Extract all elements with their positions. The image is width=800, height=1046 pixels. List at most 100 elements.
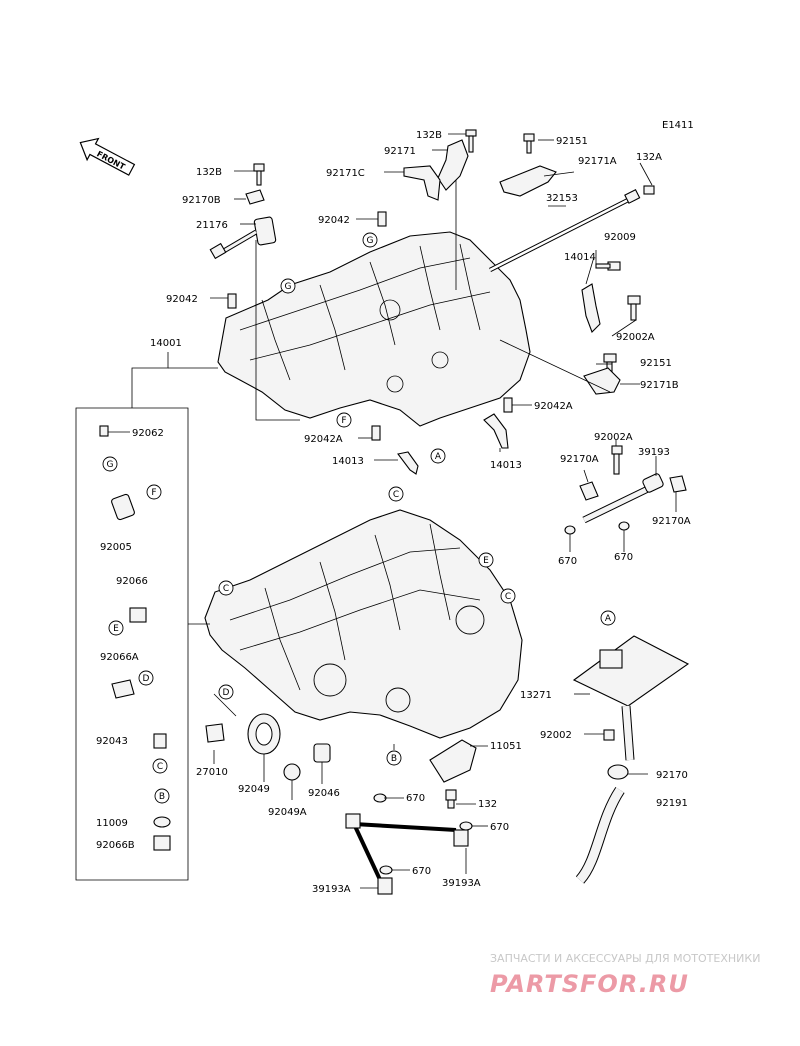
part-dowel-92042-b xyxy=(227,293,237,309)
ref-marker: D xyxy=(223,688,230,698)
part-label: 39193A xyxy=(442,878,481,889)
ref-marker: B xyxy=(159,792,165,802)
part-label: 21176 xyxy=(196,220,228,231)
part-plug-92066A xyxy=(111,679,135,699)
part-bolt-92002 xyxy=(603,729,615,741)
ref-marker: C xyxy=(223,584,229,594)
part-label: 670 xyxy=(614,552,633,563)
part-label: 92171C xyxy=(326,168,365,179)
part-label: 92049 xyxy=(238,784,270,795)
part-clamp-92170 xyxy=(607,764,629,780)
part-plug-92062 xyxy=(99,425,109,437)
part-labels: 132B 92151 92171 92171A 92171C 132A 132B… xyxy=(96,130,691,895)
part-label: 39193A xyxy=(312,884,351,895)
part-label: 670 xyxy=(490,822,509,833)
part-jet-92005 xyxy=(111,493,135,521)
ref-marker: C xyxy=(505,592,511,602)
part-plug-92066 xyxy=(129,607,147,623)
part-label: 670 xyxy=(558,556,577,567)
part-label: 92066B xyxy=(96,840,135,851)
part-label: 92170A xyxy=(652,516,691,527)
part-label: 92151 xyxy=(556,136,588,147)
part-bracket-92171A xyxy=(499,165,557,197)
part-label: 92066 xyxy=(116,576,148,587)
part-dowel-92042A-b xyxy=(371,425,381,441)
leader-lines xyxy=(108,133,677,889)
part-label: 92062 xyxy=(132,428,164,439)
part-oring-670-d xyxy=(459,821,473,831)
part-plug-27010 xyxy=(205,723,225,743)
part-screen-13271 xyxy=(572,635,690,707)
part-label: 92151 xyxy=(640,358,672,369)
ref-marker: G xyxy=(367,236,374,246)
part-bracket-92171B xyxy=(583,367,621,395)
part-plate-14013-a xyxy=(397,451,419,475)
ref-marker: C xyxy=(393,490,399,500)
ref-marker: F xyxy=(341,416,346,426)
part-label: 11009 xyxy=(96,818,128,829)
part-bolt-132A xyxy=(643,185,655,195)
upper-crankcase xyxy=(217,231,531,427)
part-label: 670 xyxy=(412,866,431,877)
diagram-code: E1411 xyxy=(662,120,694,131)
part-oil-pipe-32153 xyxy=(488,188,641,273)
part-plate-14013-b xyxy=(483,413,509,449)
part-label: 92043 xyxy=(96,736,128,747)
part-bolt-92002A xyxy=(627,295,641,321)
part-plate-14014 xyxy=(581,283,601,333)
part-label: 132A xyxy=(636,152,662,163)
part-seal-92049 xyxy=(247,713,281,755)
part-label: 14013 xyxy=(332,456,364,467)
part-oring-670-e xyxy=(379,865,393,875)
ref-marker: A xyxy=(435,452,442,462)
watermark: ЗАПЧАСТИ И АКСЕССУАРЫ ДЛЯ МОТОТЕХНИКИ PA… xyxy=(490,952,760,998)
ref-marker: E xyxy=(113,624,119,634)
part-label: 92002A xyxy=(594,432,633,443)
part-label: 13271 xyxy=(520,690,552,701)
part-label: 92042A xyxy=(534,401,573,412)
group-bracket-14001 xyxy=(75,352,218,881)
part-clamp-92170B xyxy=(245,189,265,205)
part-label: 32153 xyxy=(546,193,578,204)
part-bracket-92171C xyxy=(403,165,441,201)
part-label: 39193 xyxy=(638,447,670,458)
part-label: 92042A xyxy=(304,434,343,445)
part-label: 92009 xyxy=(604,232,636,243)
part-label: 92046 xyxy=(308,788,340,799)
part-plug-92066B xyxy=(153,835,171,851)
part-label: 11051 xyxy=(490,741,522,752)
part-label: 92170B xyxy=(182,195,221,206)
part-label: 92191 xyxy=(656,798,688,809)
lower-crankcase xyxy=(204,509,523,739)
ref-marker: E xyxy=(483,556,489,566)
part-hose-92191 xyxy=(575,705,635,884)
part-label: 132B xyxy=(416,130,442,141)
ref-marker: G xyxy=(285,282,292,292)
part-label: 132B xyxy=(196,167,222,178)
ref-marker: G xyxy=(107,460,114,470)
part-bolt-92009 xyxy=(595,261,621,271)
part-label: 14001 xyxy=(150,338,182,349)
part-pipe-39193A xyxy=(345,813,469,895)
part-label: 92170A xyxy=(560,454,599,465)
part-dowel-92043 xyxy=(153,733,167,749)
part-sensor-21176 xyxy=(209,216,277,260)
part-bolt-132 xyxy=(445,789,457,809)
part-dowel-92042A xyxy=(503,397,513,413)
part-seal-92049A xyxy=(283,763,301,781)
ref-marker: F xyxy=(151,488,156,498)
part-clamp-92170A-b xyxy=(669,475,687,493)
reference-markers: G G F A G F C E C C E D D C B B A xyxy=(102,232,616,804)
part-label: 14014 xyxy=(564,252,596,263)
part-pipe-11051 xyxy=(429,739,477,783)
part-label: 27010 xyxy=(196,767,228,778)
part-oring-670-b xyxy=(618,521,630,531)
ref-marker: D xyxy=(143,674,150,684)
part-label: 92049A xyxy=(268,807,307,818)
part-label: 14013 xyxy=(490,460,522,471)
watermark-tagline: ЗАПЧАСТИ И АКСЕССУАРЫ ДЛЯ МОТОТЕХНИКИ xyxy=(490,952,760,965)
part-label: 92170 xyxy=(656,770,688,781)
part-bolt-132B-top xyxy=(465,129,477,153)
part-label: 132 xyxy=(478,799,497,810)
front-arrow-icon: FRONT xyxy=(79,137,136,176)
